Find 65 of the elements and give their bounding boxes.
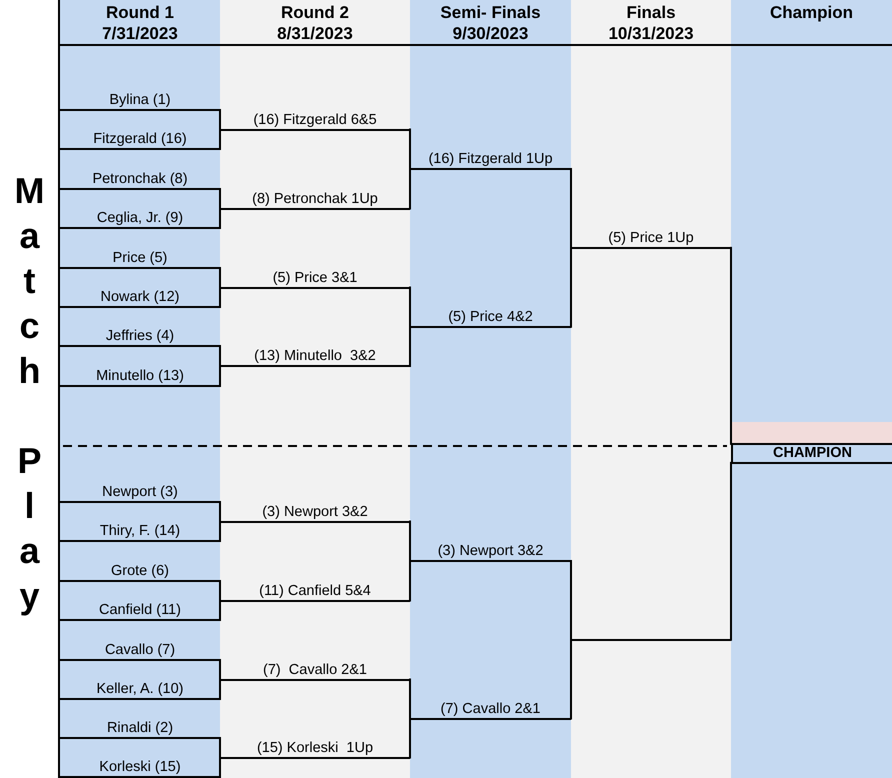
bracket-line [219,128,221,150]
bracket-line [570,168,572,249]
bracket-line [409,718,411,758]
bracket-line [219,345,221,367]
column-band [571,0,731,778]
bracket-line [219,208,221,229]
bracket-line [219,286,221,308]
result-slot: (13) Minutello 3&2 [220,347,410,367]
bracket-line [570,246,572,328]
column-date: 9/30/2023 [452,23,530,44]
bracket-line [219,109,221,130]
column-heading: Finals [625,2,677,23]
result-slot: (7) Cavallo 2&1 [220,660,410,680]
fill-in-line [571,638,731,641]
player-slot: Nowark (12) [60,288,220,308]
result-slot: (11) Canfield 5&4 [220,582,410,602]
result-slot: (5) Price 3&1 [220,268,410,288]
column-band [731,0,892,778]
column-band [220,0,410,778]
player-slot: Keller, A. (10) [60,680,220,700]
bracket-line [730,462,732,641]
bracket-line [219,520,221,542]
column-heading: Round 1 [105,2,175,23]
result-slot: (16) Fitzgerald 6&5 [220,110,410,130]
column-band [60,0,220,778]
bracket-line [409,560,411,602]
result-slot: (7) Cavallo 2&1 [410,700,571,720]
bracket-line [409,286,411,328]
bracket-line [409,678,411,720]
champion-box: CHAMPION [731,442,892,464]
bracket-line [219,600,221,621]
player-slot: Canfield (11) [60,601,220,621]
bracket-line [219,580,221,602]
result-slot: (8) Petronchak 1Up [220,190,410,210]
player-slot: Korleski (15) [60,758,220,778]
bracket-line [219,678,221,700]
bracket-line [219,756,221,778]
bracket-line [219,501,221,522]
player-slot: Minutello (13) [60,367,220,387]
player-slot: Thiry, F. (14) [60,522,220,542]
bracket-line [219,659,221,680]
result-slot: (3) Newport 3&2 [220,502,410,522]
column-heading: Champion [768,2,854,23]
bracket-line [570,638,572,720]
title-text: Match Play [8,170,51,620]
column-band [410,0,571,778]
column-date: 8/31/2023 [276,23,354,44]
result-slot: (15) Korleski 1Up [220,738,410,758]
bracket-line [219,267,221,288]
column-heading: Round 2 [280,2,350,23]
bracket-line [409,128,411,170]
player-slot: Fitzgerald (16) [60,130,220,150]
column-date: 7/31/2023 [101,23,179,44]
bracket-line [219,365,221,387]
column-heading: Semi- Finals [439,2,542,23]
bracket-line [409,326,411,367]
player-slot: Ceglia, Jr. (9) [60,209,220,229]
bracket-line [409,168,411,210]
bracket-line [570,560,572,641]
bracket-line [730,246,732,445]
column-date: 10/31/2023 [607,23,695,44]
bracket-line [219,188,221,210]
result-slot: (5) Price 4&2 [410,308,571,328]
bracket-line [409,520,411,562]
bracket-line [219,737,221,758]
